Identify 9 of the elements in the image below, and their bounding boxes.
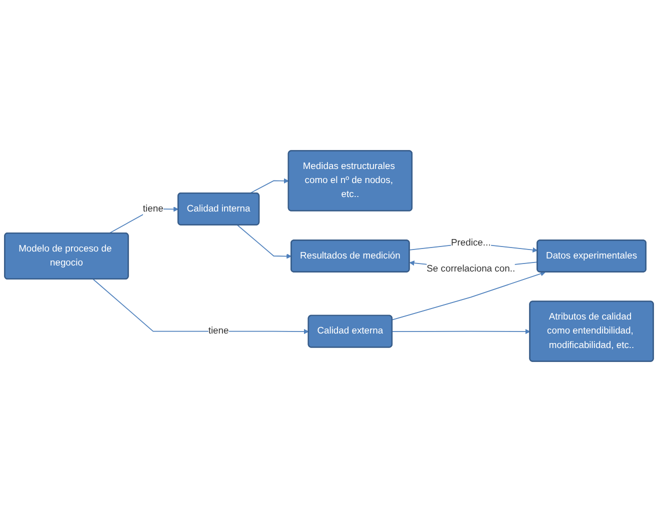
edge-label: Predice... <box>450 238 491 248</box>
arrow <box>237 224 292 259</box>
arrow <box>249 178 289 194</box>
arrow <box>392 328 530 334</box>
edge-label: tiene <box>142 204 164 214</box>
edge-label: tiene <box>208 326 229 336</box>
arrow <box>392 271 546 320</box>
arrow <box>92 278 309 334</box>
edge-label: Se correlaciona con.. <box>426 264 516 274</box>
